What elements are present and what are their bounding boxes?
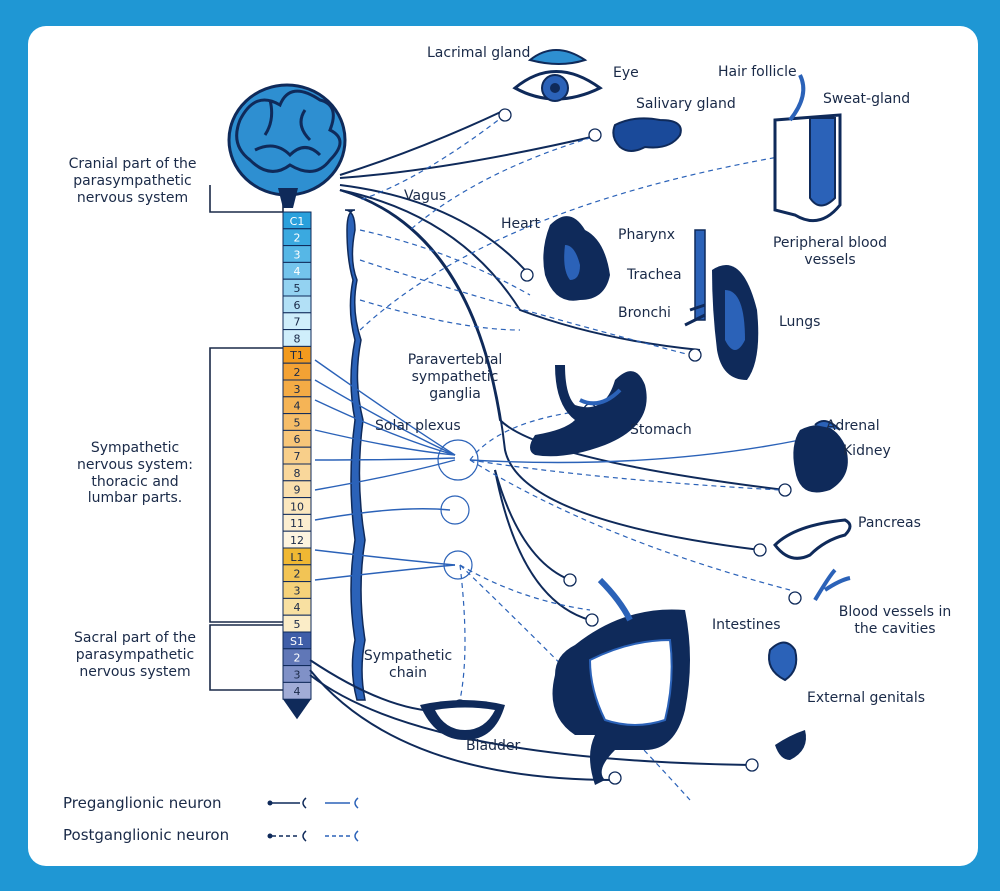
spine-label-cervical-1: C1: [290, 215, 305, 228]
vagus-label: Vagus: [404, 188, 447, 204]
salivary-label: Salivary gland: [636, 96, 736, 112]
spine-tip: [283, 699, 311, 720]
spine-label-thoracic-11: 11: [290, 517, 304, 530]
spine-label-sacral-2: 2: [294, 652, 301, 665]
spine-label-cervical-3: 3: [294, 248, 301, 261]
legend-preganglionic-label: Preganglionic neuron: [63, 794, 222, 812]
spine-label-thoracic-6: 6: [294, 433, 301, 446]
legend-symbols: [267, 797, 359, 842]
blood-vessels-icon: [813, 568, 851, 602]
eye-label: Eye: [613, 65, 639, 81]
region-brackets: [209, 185, 284, 691]
spine-label-lumbar-3: 3: [294, 584, 301, 597]
spine-label-thoracic-5: 5: [294, 416, 301, 429]
sacral-bracket: [209, 624, 283, 691]
sympathetic-fibers: [314, 359, 801, 581]
solar-plexus-label: Solar plexus: [375, 418, 461, 434]
spine-label-thoracic-10: 10: [290, 500, 304, 513]
spine-label-thoracic-12: 12: [290, 534, 304, 547]
spine-label-thoracic-2: 2: [294, 366, 301, 379]
sacral-label: Sacral part of the parasympathetic nervo…: [74, 630, 196, 680]
preganglionic-fibers: [309, 109, 786, 781]
intestines-label: Intestines: [712, 617, 781, 633]
sympathetic-label: Sympathetic nervous system: thoracic and…: [76, 440, 194, 507]
spine-label-thoracic-8: 8: [294, 467, 301, 480]
kidney-label: Kidney: [843, 443, 891, 459]
spine-label-cervical-5: 5: [294, 282, 301, 295]
spine-label-lumbar-4: 4: [294, 601, 301, 614]
spine-label-thoracic-7: 7: [294, 450, 301, 463]
spine-label-cervical-7: 7: [294, 316, 301, 329]
sympathetic-chain-icon: [344, 209, 366, 701]
pancreas-icon: [773, 518, 852, 560]
postganglionic-fibers: [359, 114, 821, 801]
spine-label-cervical-8: 8: [294, 332, 301, 345]
spine-label-thoracic-4: 4: [294, 400, 301, 413]
hair-follicle-label: Hair follicle: [718, 64, 797, 80]
blood-vessels-label: Blood vessels in the cavities: [838, 604, 952, 637]
pancreas-label: Pancreas: [858, 515, 921, 531]
spine-label-sacral-3: 3: [294, 668, 301, 681]
sweat-gland-label: Sweat-gland: [823, 91, 911, 107]
spine-label-thoracic-3: 3: [294, 383, 301, 396]
genitals-label: External genitals: [807, 690, 926, 706]
peripheral-vessels-label: Peripheral blood vessels: [772, 235, 888, 268]
bladder-icon: [420, 700, 505, 740]
spine-label-cervical-6: 6: [294, 299, 301, 312]
pharynx-label: Pharynx: [618, 227, 676, 243]
genitals-icon: [768, 641, 806, 760]
spine-label-lumbar-1: L1: [290, 551, 303, 564]
intestines-icon: [552, 577, 690, 785]
plexus-circles: [437, 439, 479, 580]
spine-label-lumbar-5: 5: [294, 618, 301, 631]
eye-icon: [512, 49, 603, 102]
lungs-icon: [684, 229, 759, 380]
spine-label-cervical-4: 4: [294, 265, 301, 278]
spine-label-sacral-4: 4: [294, 685, 301, 698]
lungs-label: Lungs: [779, 314, 821, 330]
heart-icon: [543, 216, 610, 301]
heart-label: Heart: [501, 216, 540, 232]
cranial-label: Cranial part of the parasympathetic nerv…: [68, 156, 197, 206]
trachea-label: Trachea: [627, 267, 682, 283]
bronchi-label: Bronchi: [618, 305, 671, 321]
salivary-gland-icon: [612, 117, 682, 152]
spine-label-thoracic-1: T1: [289, 349, 304, 362]
stomach-icon: [530, 365, 647, 457]
adrenal-label: Adrenal: [826, 418, 880, 434]
brain-icon: [227, 83, 347, 208]
paravertebral-label: Paravertebral sympathetic ganglia: [407, 352, 503, 402]
bladder-label: Bladder: [466, 738, 521, 754]
spine-label-sacral-1: S1: [290, 635, 304, 648]
sweat-gland-icon: [773, 74, 842, 223]
spine-label-cervical-2: 2: [294, 232, 301, 245]
legend-postganglionic-label: Postganglionic neuron: [63, 826, 230, 844]
lacrimal-label: Lacrimal gland: [427, 45, 531, 61]
spine-label-lumbar-2: 2: [294, 568, 301, 581]
sympathetic-bracket: [209, 347, 283, 623]
spine-label-thoracic-9: 9: [294, 484, 301, 497]
stomach-label: Stomach: [630, 422, 692, 438]
kidney-icon: [793, 420, 848, 493]
sympathetic-chain-label: Sympathetic chain: [363, 648, 453, 681]
